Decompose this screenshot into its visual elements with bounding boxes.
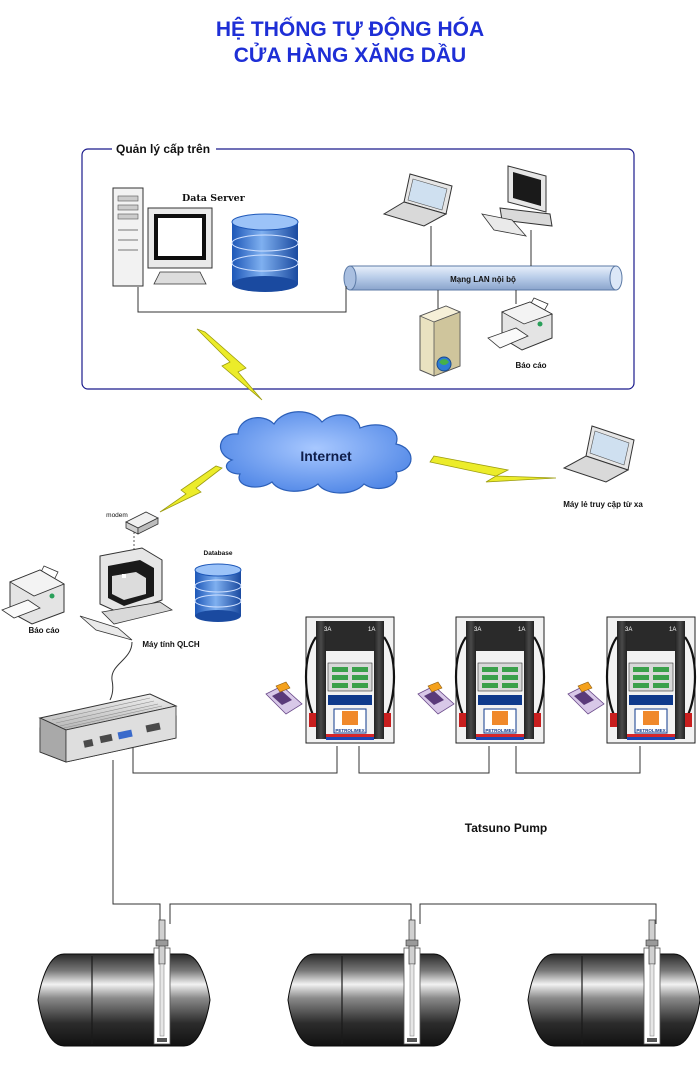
pump-brand-label: PETROLIMEX xyxy=(485,728,514,733)
store-pc-label: Máy tính QLCH xyxy=(142,640,200,649)
pump-label: Tatsuno Pump xyxy=(465,821,547,835)
tank3-link xyxy=(419,903,657,924)
pump-nozzle-right-label: 1A xyxy=(669,627,676,633)
page-title-line2: CỬA HÀNG XĂNG DẦU xyxy=(234,43,466,67)
pump-brand-label: PETROLIMEX xyxy=(636,728,665,733)
store-pc-icon xyxy=(79,547,173,641)
card-readers-group xyxy=(265,681,605,715)
pump1-link xyxy=(132,746,338,774)
pump3-link xyxy=(515,746,641,774)
pump-nozzle-right-label: 1A xyxy=(518,627,525,633)
pump-icon: 3A 1A PETROLIMEX xyxy=(605,616,697,744)
tank2-link xyxy=(169,903,412,924)
file-server-icon xyxy=(418,305,462,377)
fuel-tank-icon xyxy=(527,919,700,1047)
pump2-link xyxy=(358,746,490,774)
store-database-icon xyxy=(194,563,242,622)
pc-controller-cable xyxy=(109,641,133,701)
laptop-icon xyxy=(382,173,453,227)
pump-nozzle-left-label: 3A xyxy=(625,627,632,633)
page-title-line1: HỆ THỐNG TỰ ĐỘNG HÓA xyxy=(216,17,484,41)
store-report-label: Báo cáo xyxy=(28,626,59,635)
server-lan-link xyxy=(137,286,347,313)
lan-label: Mạng LAN nội bộ xyxy=(450,275,516,284)
lightning-modem-icon xyxy=(159,465,223,513)
tank1-link xyxy=(112,760,161,924)
controller-box-icon xyxy=(38,693,178,763)
desktop-pc-icon xyxy=(481,165,553,237)
upper-management-frame xyxy=(81,148,635,390)
lightning-upper-icon xyxy=(196,328,263,401)
data-server-database-icon xyxy=(231,213,299,292)
data-server-label: Data Server xyxy=(182,193,246,204)
modem-icon xyxy=(125,511,159,535)
modem-label: modem xyxy=(106,512,128,519)
pump-icon: 3A 1A PETROLIMEX xyxy=(304,616,396,744)
pump-nozzle-left-label: 3A xyxy=(324,627,331,633)
card-reader-icon xyxy=(265,681,303,715)
printer-icon xyxy=(487,297,553,351)
pump-icon: 3A 1A PETROLIMEX xyxy=(454,616,546,744)
internet-cloud-icon xyxy=(220,411,412,494)
remote-access-label: Máy lẻ truy cập từ xa xyxy=(563,500,643,509)
pump-nozzle-right-label: 1A xyxy=(368,627,375,633)
pumps-group: 3A 1A PETROLIMEX 3A 1A PETROLIMEX 3A 1A PETROLIM… xyxy=(304,616,697,744)
lan-pipe xyxy=(343,265,623,291)
fuel-tank-icon xyxy=(37,919,211,1047)
lightning-remote-icon xyxy=(429,455,557,483)
card-reader-icon xyxy=(567,681,605,715)
remote-laptop-icon xyxy=(562,425,635,483)
pump-brand-label: PETROLIMEX xyxy=(335,728,364,733)
upper-management-label: Quản lý cấp trên xyxy=(116,142,210,156)
store-database-label: Database xyxy=(204,550,233,557)
data-server-icon xyxy=(112,187,213,287)
card-reader-icon xyxy=(417,681,455,715)
frame-label-background xyxy=(112,142,216,156)
tanks-group xyxy=(37,919,700,1047)
fuel-tank-icon xyxy=(287,919,461,1047)
pump-nozzle-left-label: 3A xyxy=(474,627,481,633)
internet-label: Internet xyxy=(300,448,352,464)
store-printer-icon xyxy=(1,565,65,625)
upper-report-label: Báo cáo xyxy=(515,361,546,370)
